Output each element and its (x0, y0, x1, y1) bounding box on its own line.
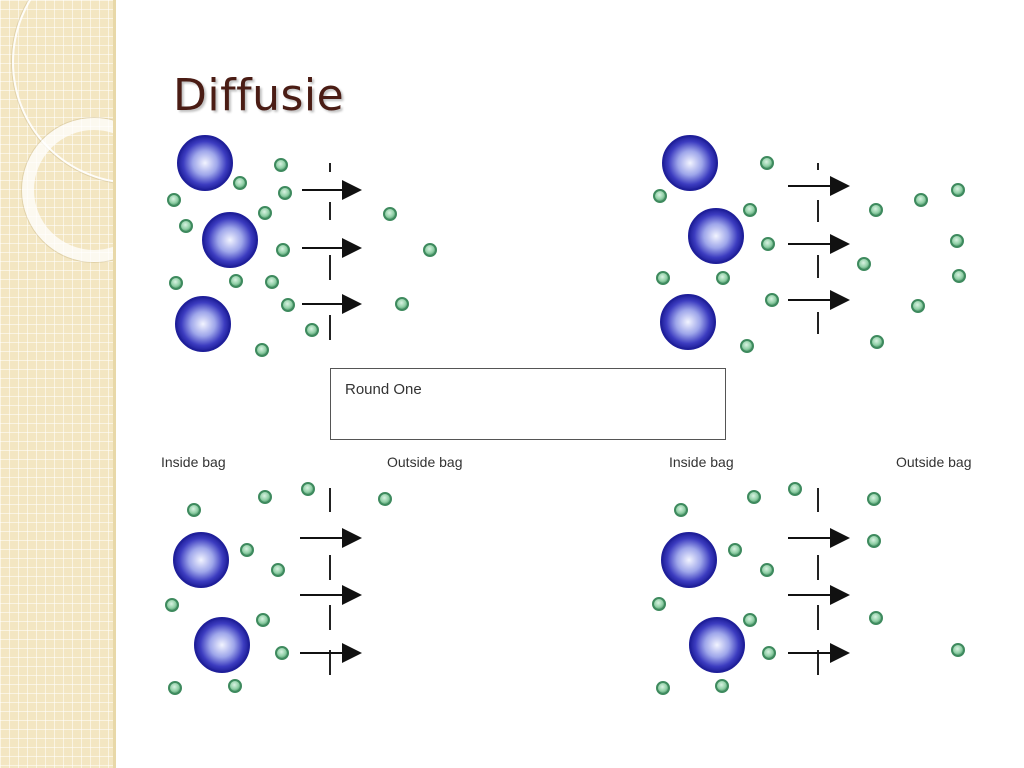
small-molecule (165, 598, 179, 612)
small-molecule (869, 611, 883, 625)
small-molecule (656, 271, 670, 285)
slide-title: Diffusie (173, 70, 345, 121)
small-molecule (747, 490, 761, 504)
small-molecule (167, 193, 181, 207)
small-molecule (653, 189, 667, 203)
small-molecule (951, 183, 965, 197)
small-molecule (656, 681, 670, 695)
small-molecule (233, 176, 247, 190)
large-molecule (688, 208, 744, 264)
small-molecule (275, 646, 289, 660)
small-molecule (952, 269, 966, 283)
small-molecule (743, 203, 757, 217)
small-molecule (911, 299, 925, 313)
small-molecule (281, 298, 295, 312)
small-molecule (762, 646, 776, 660)
small-molecule (867, 534, 881, 548)
large-molecule (173, 532, 229, 588)
small-molecule (169, 276, 183, 290)
large-molecule (662, 135, 718, 191)
large-molecule (175, 296, 231, 352)
inside-bag-label-left: Inside bag (161, 454, 226, 470)
small-molecule (914, 193, 928, 207)
small-molecule (305, 323, 319, 337)
small-molecule (271, 563, 285, 577)
small-molecule (256, 613, 270, 627)
small-molecule (258, 490, 272, 504)
small-molecule (761, 237, 775, 251)
small-molecule (951, 643, 965, 657)
small-molecule (378, 492, 392, 506)
small-molecule (857, 257, 871, 271)
sidebar-divider (113, 0, 116, 768)
small-molecule (760, 156, 774, 170)
small-molecule (301, 482, 315, 496)
small-molecule (229, 274, 243, 288)
small-molecule (788, 482, 802, 496)
large-molecule (661, 532, 717, 588)
small-molecule (228, 679, 242, 693)
small-molecule (179, 219, 193, 233)
decorative-sidebar (0, 0, 113, 768)
large-molecule (202, 212, 258, 268)
round-label: Round One (345, 381, 422, 398)
small-molecule (255, 343, 269, 357)
outside-bag-label-left: Outside bag (387, 454, 463, 470)
small-molecule (423, 243, 437, 257)
small-molecule (278, 186, 292, 200)
large-molecule (689, 617, 745, 673)
small-molecule (760, 563, 774, 577)
small-molecule (240, 543, 254, 557)
small-molecule (274, 158, 288, 172)
small-molecule (765, 293, 779, 307)
outside-bag-label-right: Outside bag (896, 454, 972, 470)
small-molecule (716, 271, 730, 285)
small-molecule (383, 207, 397, 221)
large-molecule (660, 294, 716, 350)
small-molecule (950, 234, 964, 248)
small-molecule (867, 492, 881, 506)
large-molecule (194, 617, 250, 673)
large-molecule (177, 135, 233, 191)
small-molecule (715, 679, 729, 693)
small-molecule (265, 275, 279, 289)
small-molecule (740, 339, 754, 353)
small-molecule (869, 203, 883, 217)
small-molecule (187, 503, 201, 517)
small-molecule (276, 243, 290, 257)
small-molecule (652, 597, 666, 611)
inside-bag-label-right: Inside bag (669, 454, 734, 470)
small-molecule (728, 543, 742, 557)
round-label-box: Round One (330, 368, 726, 440)
small-molecule (674, 503, 688, 517)
small-molecule (395, 297, 409, 311)
small-molecule (258, 206, 272, 220)
small-molecule (870, 335, 884, 349)
small-molecule (168, 681, 182, 695)
small-molecule (743, 613, 757, 627)
